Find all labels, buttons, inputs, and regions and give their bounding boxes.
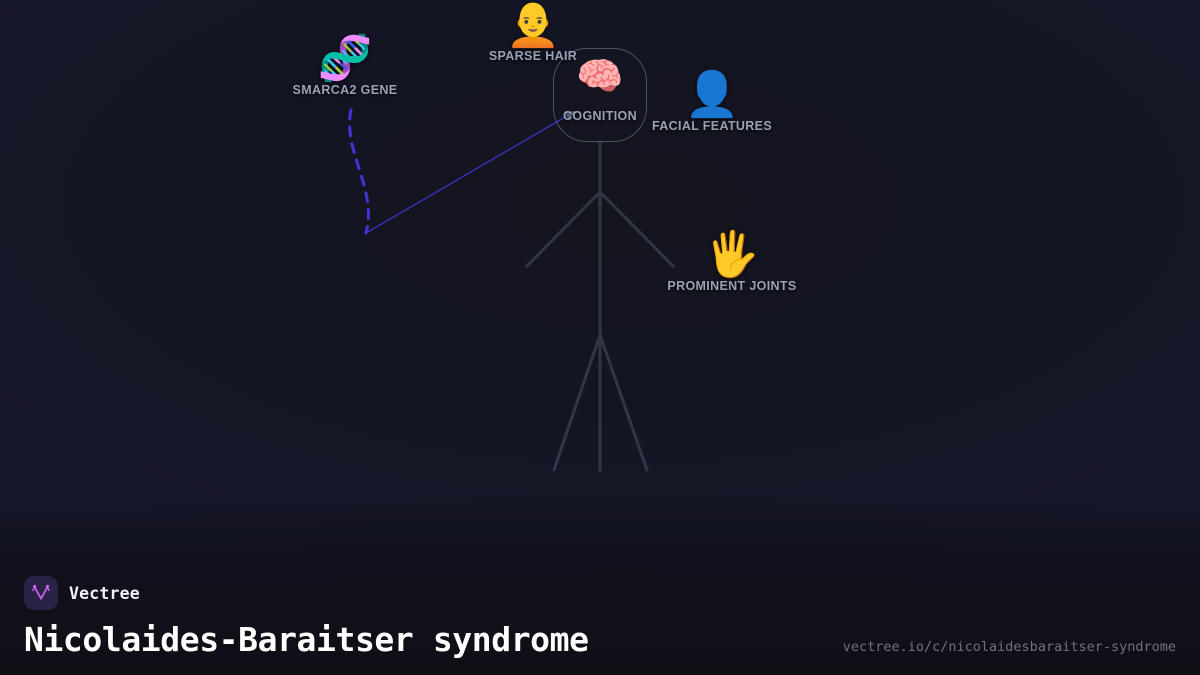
body-leg-right	[598, 333, 649, 472]
body-arm-left	[525, 190, 602, 268]
node-sparse-hair-label: SPARSE HAIR	[488, 49, 578, 63]
node-sparse-hair[interactable]: 🧑‍🦲 SPARSE HAIR	[488, 0, 578, 64]
node-cognition-label: COGNITION	[563, 109, 637, 123]
bald-person-emoji: 🧑‍🦲	[505, 0, 561, 49]
node-smarca2-gene-label: SMARCA2 GENE	[292, 83, 398, 97]
brand-name: Vectree	[69, 583, 140, 603]
edge-origin-to-cognition	[365, 111, 576, 234]
node-prominent-joints-label: PROMINENT JOINTS	[667, 279, 797, 293]
vectree-logo-glyph	[32, 584, 50, 601]
title-row: Nicolaides-Baraitser syndrome vectree.io…	[24, 620, 1176, 659]
card-footer: Vectree Nicolaides-Baraitser syndrome ve…	[0, 576, 1200, 675]
node-smarca2-gene[interactable]: 🧬 SMARCA2 GENE	[292, 34, 398, 98]
brand-row: Vectree	[24, 576, 1176, 610]
brain-emoji: 🧠	[576, 56, 624, 98]
bust-silhouette-emoji: 👤	[684, 70, 740, 119]
body-arm-right	[598, 190, 675, 268]
node-prominent-joints[interactable]: 🖐 PROMINENT JOINTS	[667, 230, 797, 294]
body-leg-left	[552, 333, 602, 472]
vectree-logo	[24, 576, 58, 610]
page-url: vectree.io/c/nicolaidesbaraitser-syndrom…	[842, 639, 1176, 655]
node-facial-features[interactable]: 👤 FACIAL FEATURES	[651, 70, 773, 134]
raised-hand-emoji: 🖐	[704, 230, 760, 279]
dna-emoji: 🧬	[317, 34, 373, 83]
node-facial-features-label: FACIAL FEATURES	[651, 119, 773, 133]
node-cognition[interactable]: 🧠 COGNITION	[553, 48, 647, 142]
page-title: Nicolaides-Baraitser syndrome	[24, 620, 589, 659]
edge-gene-dashed	[348, 108, 370, 235]
